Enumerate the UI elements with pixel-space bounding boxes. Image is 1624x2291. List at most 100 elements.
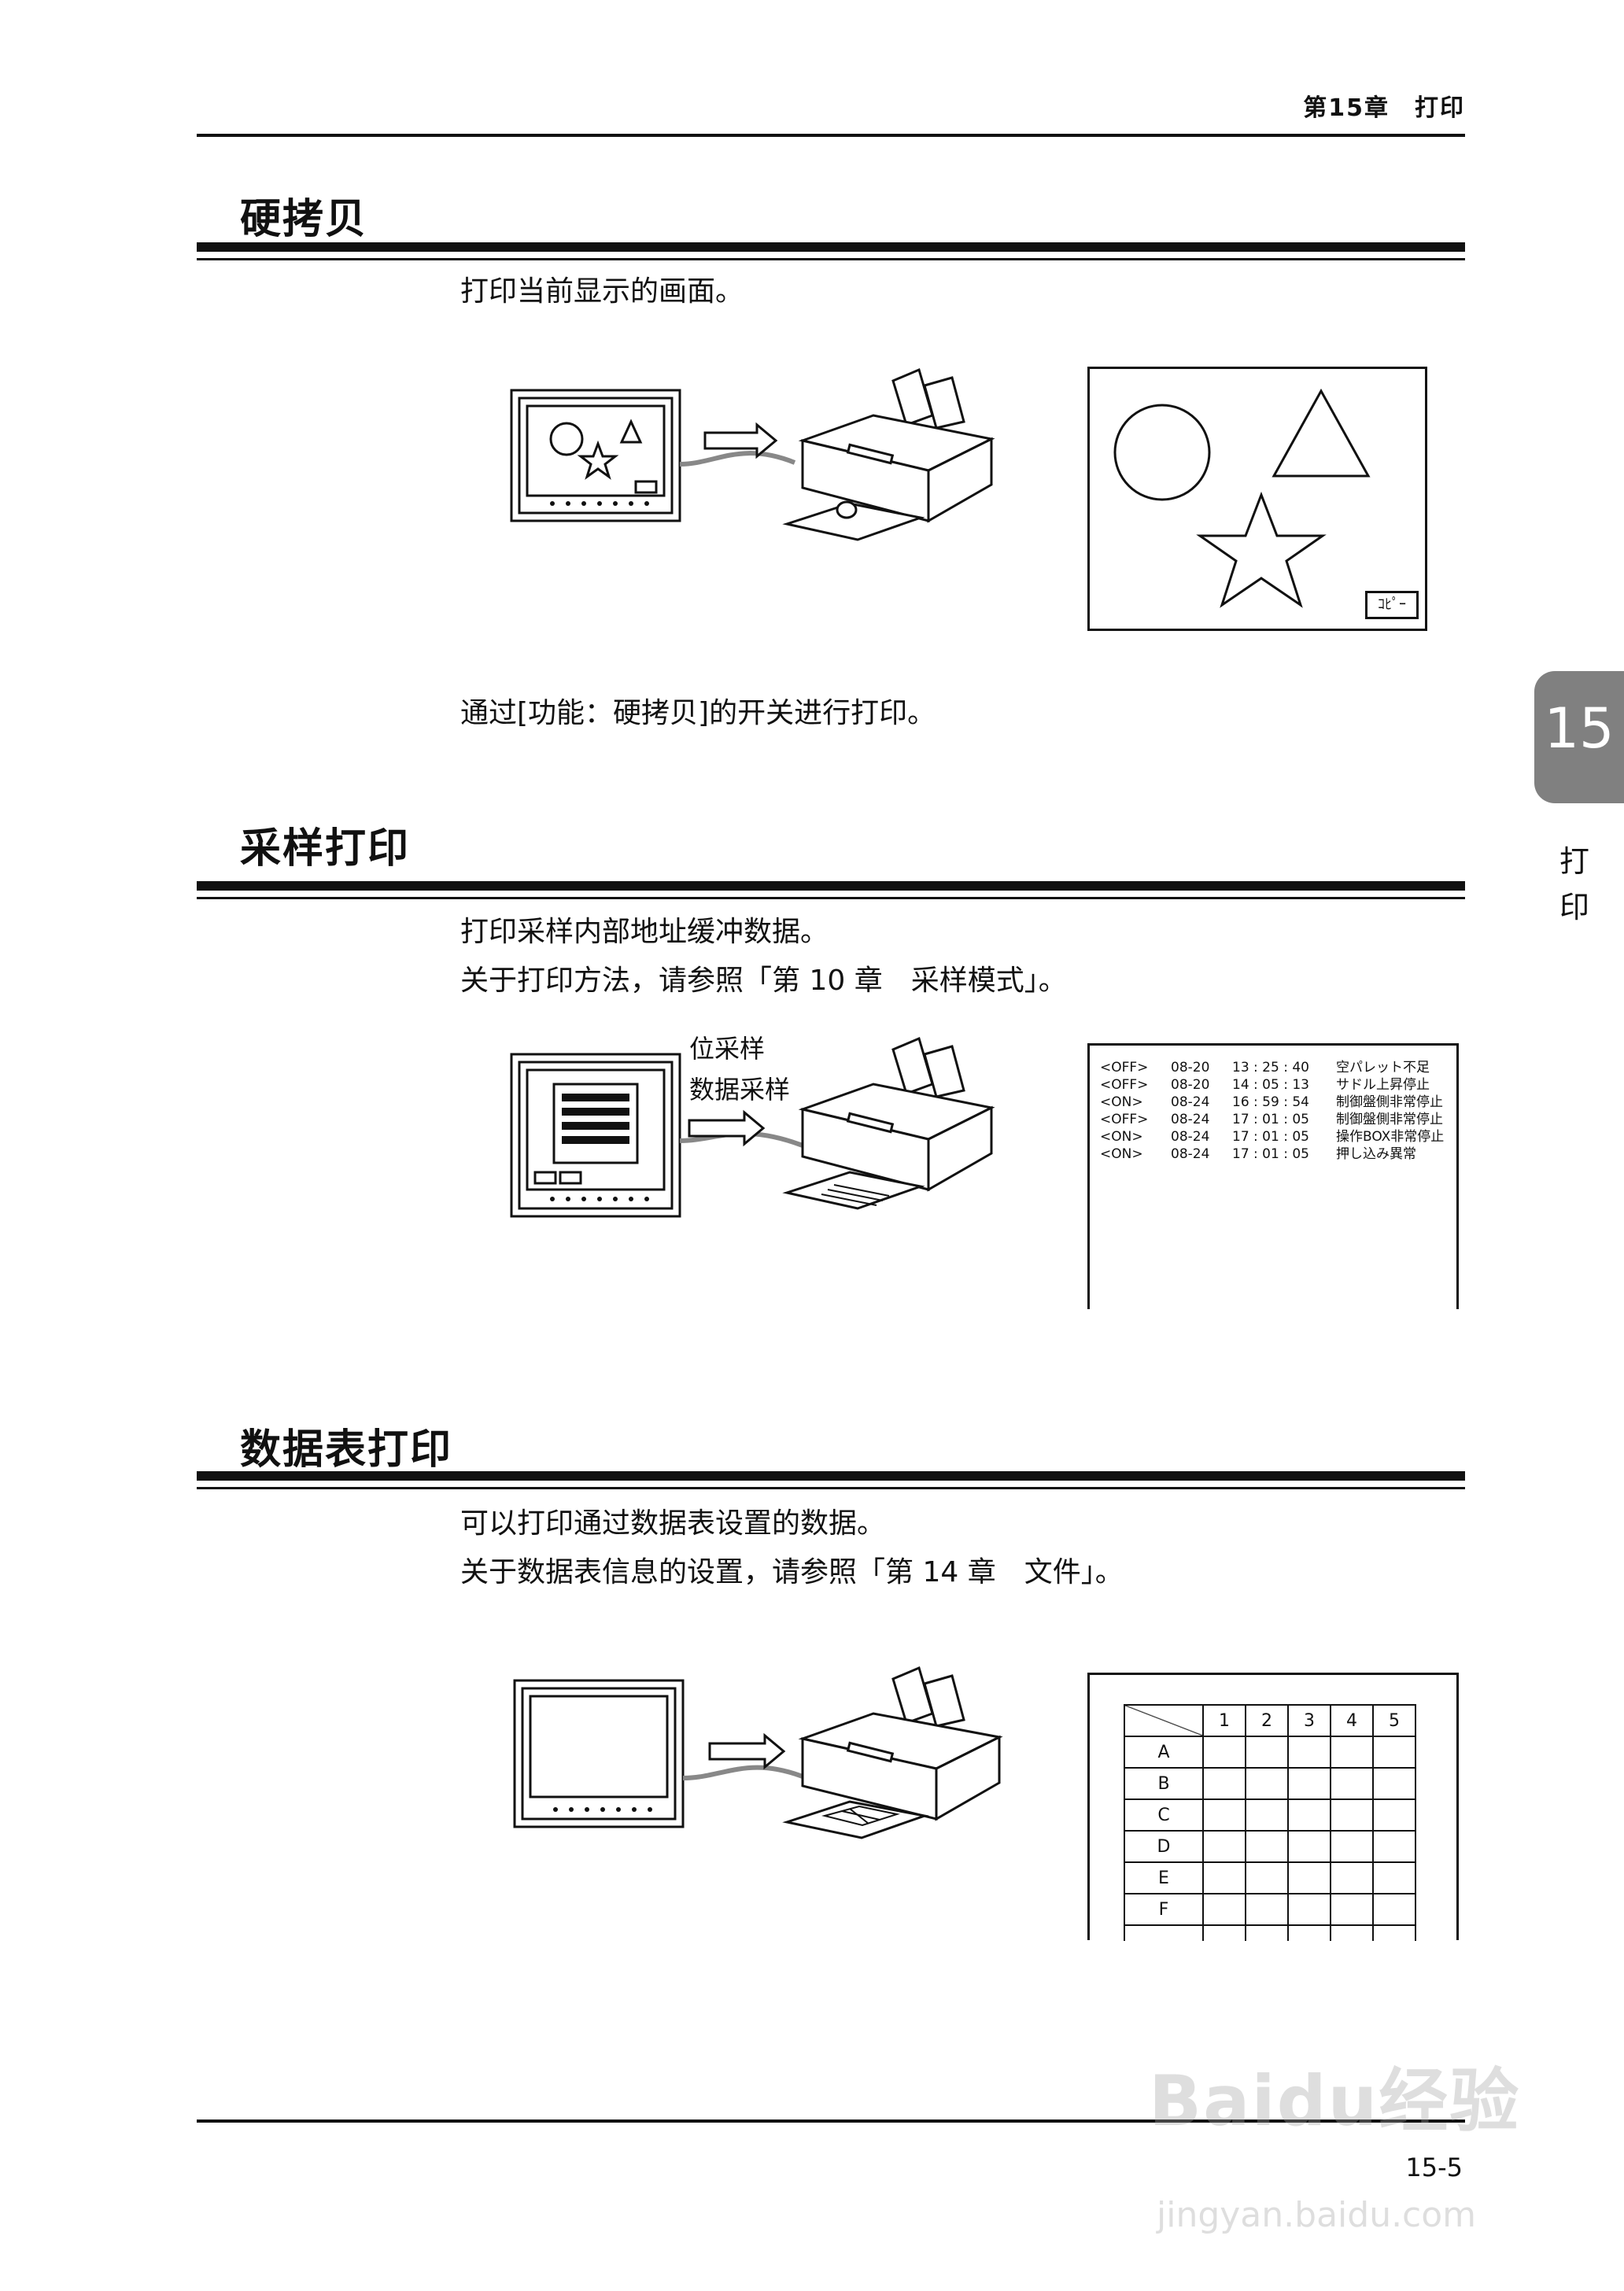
arrow-right-icon [703,422,778,459]
row-header: A [1124,1736,1204,1769]
chapter-tab[interactable] [1534,671,1624,803]
log-message: サドル上昇停止 [1336,1077,1430,1093]
table-cell [1202,1798,1246,1832]
table-row: C [1124,1798,1416,1832]
log-state: <ON> [1100,1094,1143,1110]
datatable-text-2: 关于数据表信息的设置，请参照「第 14 章 文件」。 [460,1556,1124,1588]
datatable-grid: 1 2 3 4 5 A B C D E F [1124,1704,1416,1941]
log-date: 08-24 [1171,1146,1210,1162]
datatable-illustration [513,1666,1003,1839]
table-cell [1202,1830,1246,1863]
row-header: C [1124,1798,1204,1832]
column-header: 2 [1245,1704,1289,1737]
log-time: 17 : 01 : 05 [1232,1112,1309,1127]
table-cell [1245,1893,1289,1926]
section-rule-thick [197,1471,1465,1481]
table-row: A [1124,1736,1416,1769]
table-cell [1372,1861,1416,1894]
section-rule-thick [197,242,1465,252]
log-time: 13 : 25 : 40 [1232,1060,1309,1075]
table-cell [1330,1798,1374,1832]
chapter-header: 第15章 打印 [1303,94,1465,122]
log-message: 空パレット不足 [1336,1060,1430,1075]
sampling-text-2: 关于打印方法，请参照「第 10 章 采样模式」。 [460,965,1067,997]
chapter-tab-number: 15 [1544,696,1615,761]
section-rule-thick [197,881,1465,891]
table-cell [1287,1830,1331,1863]
table-cell [1330,1830,1374,1863]
log-message: 制御盤側非常停止 [1336,1094,1443,1110]
column-header: 4 [1330,1704,1374,1737]
datatable-output-frame [1087,1673,1459,1940]
table-cell [1245,1736,1289,1769]
table-cell [1287,1736,1331,1769]
arrow-right-icon [688,1109,766,1147]
log-message: 制御盤側非常停止 [1336,1112,1443,1127]
log-state: <OFF> [1100,1077,1149,1093]
log-time: 17 : 01 : 05 [1232,1146,1309,1162]
printer-icon [782,367,995,541]
datatable-text-1: 可以打印通过数据表设置的数据。 [460,1507,886,1540]
log-message: 操作BOX非常停止 [1336,1129,1445,1145]
table-row: D [1124,1830,1416,1863]
log-time: 14 : 05 : 13 [1232,1077,1309,1093]
log-date: 08-24 [1171,1112,1210,1127]
table-row [1124,1924,1416,1941]
table-cell [1245,1924,1289,1941]
table-cell [1372,1830,1416,1863]
table-cell [1245,1830,1289,1863]
table-cell [1287,1767,1331,1800]
column-header: 1 [1202,1704,1246,1737]
log-state: <OFF> [1100,1060,1149,1075]
table-row: <OFF> 08-20 14 : 05 : 13 サドル上昇停止 [1100,1076,1444,1094]
row-header: D [1124,1830,1204,1863]
table-cell [1372,1767,1416,1800]
hardcopy-text-2: 通过[功能：硬拷贝]的开关进行打印。 [460,697,936,729]
table-cell [1330,1767,1374,1800]
chapter-tab-label-2: 印 [1559,890,1589,924]
table-row: E [1124,1861,1416,1894]
watermark-logo: Baidu经验 [1149,2060,1521,2142]
monitor-icon [510,389,681,522]
table-cell [1330,1924,1374,1941]
table-row: <ON> 08-24 17 : 01 : 05 押し込み異常 [1100,1146,1444,1163]
table-cell [1245,1767,1289,1800]
sampling-output-frame [1087,1043,1459,1309]
sampling-text-1: 打印采样内部地址缓冲数据。 [460,916,829,948]
header-rule [197,134,1465,137]
copy-button-label: ｺﾋﾟｰ [1365,591,1419,619]
table-cell [1330,1736,1374,1769]
monitor-icon [510,1053,681,1218]
sampling-log-table: <OFF> 08-20 13 : 25 : 40 空パレット不足 <OFF> 0… [1100,1059,1444,1163]
sampling-label-1: 位采样 [689,1034,766,1064]
section-rule-thin [197,897,1465,899]
cable [679,451,796,467]
table-cell [1287,1861,1331,1894]
corner-cell [1124,1704,1204,1737]
sampling-illustration [510,1036,995,1218]
table-cell [1287,1798,1331,1832]
column-header: 3 [1287,1704,1331,1737]
table-row: B [1124,1767,1416,1800]
table-cell [1372,1736,1416,1769]
section-rule-thin [197,258,1465,260]
triangle-shape [1272,388,1371,478]
watermark-url: jingyan.baidu.com [1157,2195,1477,2235]
table-cell [1330,1861,1374,1894]
table-row: <OFF> 08-20 13 : 25 : 40 空パレット不足 [1100,1059,1444,1076]
log-time: 16 : 59 : 54 [1232,1094,1309,1110]
log-date: 08-24 [1171,1129,1210,1145]
table-cell [1330,1893,1374,1926]
chapter-tab-label: 打 印 [1555,839,1594,930]
table-cell [1202,1861,1246,1894]
arrow-right-icon [708,1732,786,1770]
log-time: 17 : 01 : 05 [1232,1129,1309,1145]
log-state: <OFF> [1100,1112,1149,1127]
table-row: <ON> 08-24 16 : 59 : 54 制御盤側非常停止 [1100,1094,1444,1111]
table-cell [1202,1893,1246,1926]
chapter-tab-label-1: 打 [1559,844,1589,879]
section-title-sampling: 采样打印 [240,825,411,872]
monitor-icon [513,1679,685,1828]
printer-icon [782,1666,1003,1839]
log-date: 08-24 [1171,1094,1210,1110]
